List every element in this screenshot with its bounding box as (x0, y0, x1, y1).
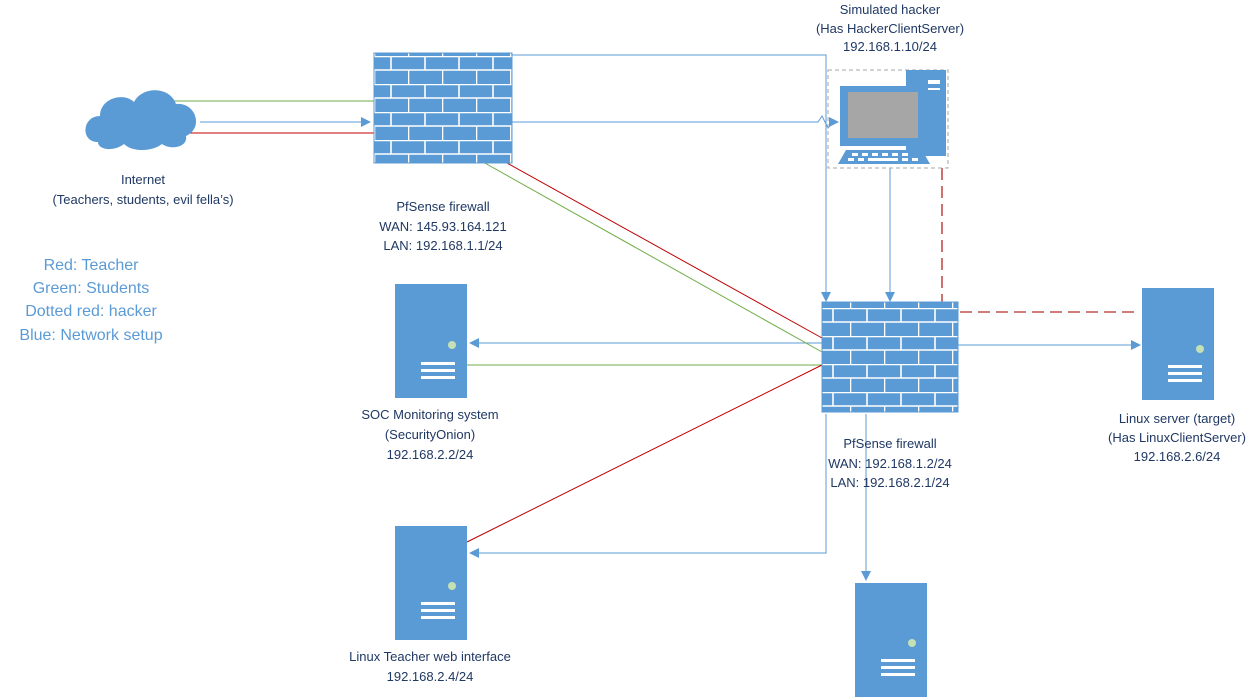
firewall-mid-lan: LAN: 192.168.2.1/24 (830, 475, 949, 490)
firewall-wan-link (512, 54, 831, 302)
hacker-title: Simulated hacker (840, 2, 941, 17)
firewall-mid-wan: WAN: 192.168.1.2/24 (828, 456, 952, 471)
firewall-top-wan: WAN: 145.93.164.121 (379, 219, 506, 234)
internet-label: Internet (Teachers, students, evil fella… (52, 172, 233, 207)
internet-label-detail: (Teachers, students, evil fella’s) (52, 192, 233, 207)
linux-target-detail: (Has LinuxClientServer) (1108, 430, 1246, 445)
firewall-to-teacher-web-link (469, 414, 827, 558)
legend-dotted-red: Dotted red: hacker (25, 303, 157, 320)
firewall-icon (821, 301, 959, 413)
top-firewall-students-diagonal (457, 147, 823, 353)
linux-teacher-ip: 192.168.2.4/24 (387, 669, 474, 684)
server-icon (855, 583, 927, 697)
hacker-ip: 192.168.1.10/24 (843, 39, 937, 54)
linux-teacher-label: Linux Teacher web interface 192.168.2.4/… (349, 649, 511, 684)
server-icon (1142, 288, 1214, 400)
soc-label: SOC Monitoring system (SecurityOnion) 19… (361, 407, 498, 462)
hacker-label: Simulated hacker (Has HackerClientServer… (816, 2, 964, 54)
firewall-mid-label: PfSense firewall WAN: 192.168.1.2/24 LAN… (828, 436, 952, 490)
teacher-web-teacher-link (466, 364, 823, 543)
computer-icon (827, 69, 949, 169)
firewall-top-lan: LAN: 192.168.1.1/24 (383, 238, 502, 253)
hacker-detail: (Has HackerClientServer) (816, 21, 964, 36)
firewall-top-label: PfSense firewall WAN: 145.93.164.121 LAN… (379, 199, 506, 253)
linux-teacher-title: Linux Teacher web interface (349, 649, 511, 664)
internet-label-title: Internet (121, 172, 165, 187)
soc-ip: 192.168.2.2/24 (387, 447, 474, 462)
firewall-mid-title: PfSense firewall (843, 436, 936, 451)
server-icon (395, 526, 467, 640)
hacker-attack-link (941, 168, 1138, 313)
linux-target-label: Linux server (target) (Has LinuxClientSe… (1108, 411, 1246, 464)
top-firewall-teacher-diagonal (479, 147, 823, 339)
legend-red: Red: Teacher (44, 257, 140, 274)
firewall-icon (373, 52, 513, 164)
server-icon (395, 284, 467, 398)
linux-target-title: Linux server (target) (1119, 411, 1235, 426)
linux-target-ip: 192.168.2.6/24 (1134, 449, 1221, 464)
legend-green: Green: Students (33, 280, 150, 297)
soc-detail: (SecurityOnion) (385, 427, 475, 442)
soc-title: SOC Monitoring system (361, 407, 498, 422)
cloud-icon (85, 90, 197, 150)
legend-blue: Blue: Network setup (19, 327, 162, 344)
firewall-top-title: PfSense firewall (396, 199, 489, 214)
firewall-to-hacker-link (512, 115, 839, 129)
connections (168, 54, 1141, 581)
legend: Red: Teacher Green: Students Dotted red:… (19, 257, 162, 344)
